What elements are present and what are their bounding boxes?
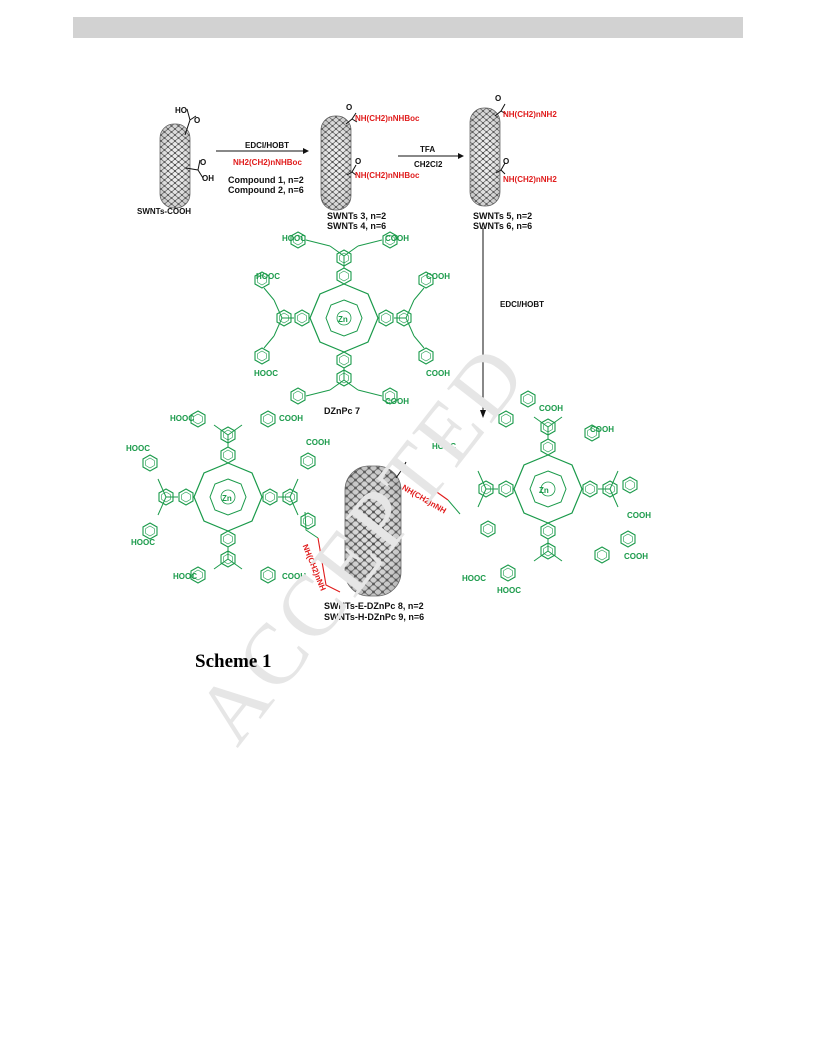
start-carbonyl-o-label-2: O: [200, 158, 207, 167]
intermediate-group-label-top: NH(CH2)nNHBoc: [355, 114, 420, 123]
product-right-hooc-low: HOOC: [462, 574, 486, 583]
intermediate-carbonyl-label: O: [346, 103, 353, 112]
dznpc7-label: DZnPc 7: [324, 406, 361, 416]
dznpc7-cooh-right-lower: COOH: [426, 369, 450, 378]
step1-amine-reagent-label: NH2(CH2)nNHBoc: [233, 158, 302, 167]
start-ho-label: HO: [175, 106, 187, 115]
dznpc7-hooc-left-lower: HOOC: [254, 369, 278, 378]
step3-reagent-label: EDCI/HOBT: [500, 300, 544, 309]
compound2-label: Compound 2, n=6: [228, 185, 304, 195]
dznpc7-cooh-bottom: COOH: [385, 397, 409, 406]
product-right-zn-label: Zn: [539, 486, 549, 495]
amine-carbonyl-label-2: O: [503, 157, 510, 166]
dznpc7-zn-label: Zn: [338, 315, 348, 324]
product-right-cooh-right: COOH: [627, 511, 651, 520]
page-header-bar: [73, 17, 743, 38]
start-oh-label: OH: [202, 174, 214, 183]
product-left-cooh-top: COOH: [279, 414, 303, 423]
swnts4-label: SWNTs 4, n=6: [327, 221, 387, 231]
dznpc7-cooh-top-right: COOH: [385, 234, 409, 243]
product-left-cooh-mid: COOH: [306, 438, 330, 447]
start-carbonyl-o-label: O: [194, 116, 201, 125]
step2-reagent-label: TFA: [420, 145, 436, 154]
scheme-caption: Scheme 1: [195, 651, 272, 672]
dznpc7-hooc-top-left: HOOC: [282, 234, 306, 243]
product-left-hooc-bottom: HOOC: [173, 572, 197, 581]
product-right-cooh-top: COOH: [539, 404, 563, 413]
intermediate-group-label-bottom: NH(CH2)nNHBoc: [355, 171, 420, 180]
dznpc7-hooc-left-upper: HOOC: [256, 272, 280, 281]
step1-reagent-label: EDCI/HOBT: [245, 141, 289, 150]
amine-carbonyl-label: O: [495, 94, 502, 103]
swnts5-label: SWNTs 5, n=2: [473, 211, 533, 221]
swnts3-label: SWNTs 3, n=2: [327, 211, 387, 221]
product-left-hooc-top: HOOC: [170, 414, 194, 423]
amine-group-label-top: NH(CH2)nNH2: [503, 110, 557, 119]
product-left-cooh-bottom: COOH: [282, 572, 306, 581]
step2-solvent-label: CH2Cl2: [414, 160, 443, 169]
start-material-label: SWNTs-COOH: [137, 207, 192, 216]
product-right-cooh-lower: COOH: [624, 552, 648, 561]
product-left-hooc-low: HOOC: [131, 538, 155, 547]
product-left-zn-label: Zn: [222, 494, 232, 503]
product-right-hooc-bottom: HOOC: [497, 586, 521, 595]
product-right-hooc-mid: HOOC: [432, 442, 456, 451]
swnts6-label: SWNTs 6, n=6: [473, 221, 533, 231]
product9-label: SWNTs-H-DZnPc 9, n=6: [324, 612, 425, 622]
product8-label: SWNTs-E-DZnPc 8, n=2: [324, 601, 424, 611]
compound1-label: Compound 1, n=2: [228, 175, 304, 185]
product-left-hooc-mid: HOOC: [126, 444, 150, 453]
intermediate-carbonyl-label-2: O: [355, 157, 362, 166]
dznpc7-cooh-right-upper: COOH: [426, 272, 450, 281]
amine-group-label-bottom: NH(CH2)nNH2: [503, 175, 557, 184]
product-right-cooh-upper: COOH: [590, 425, 614, 434]
